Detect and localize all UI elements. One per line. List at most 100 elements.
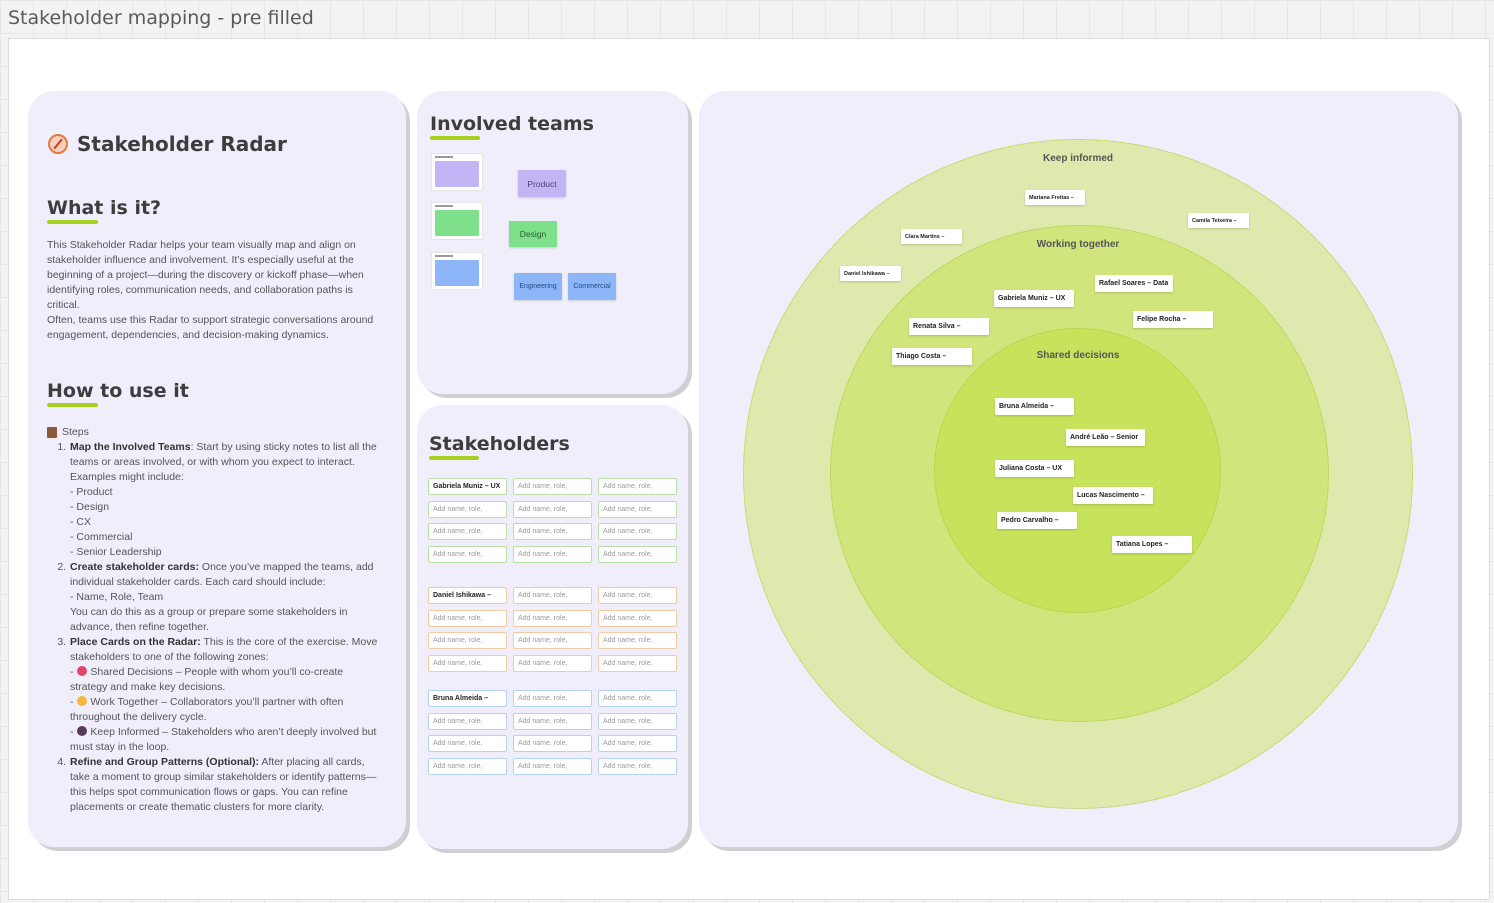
handshake-icon: [77, 696, 88, 706]
stakeholder-card[interactable]: Mariana Freitas –: [1025, 190, 1085, 205]
step-2-text: Once you’ve mapped the teams, add indivi…: [70, 561, 374, 588]
compass-icon: [48, 134, 68, 154]
step-1-title: Map the Involved Teams: [70, 441, 191, 453]
step-1: Map the Involved Teams: Start by using s…: [69, 440, 382, 560]
stakeholder-input-card[interactable]: Add name, role,: [598, 690, 677, 707]
stakeholders-panel: Stakeholders Gabriela Muniz – UX Add name…: [417, 405, 688, 849]
stakeholder-card[interactable]: Daniel Ishikawa –: [840, 266, 901, 281]
stakeholder-input-card[interactable]: Add name, role,: [513, 478, 592, 495]
zone-label-keep-informed: Keep informed: [1042, 153, 1114, 164]
intro-title-row: Stakeholder Radar: [48, 132, 287, 156]
stakeholder-input-card[interactable]: Add name, role,: [598, 632, 677, 650]
stakeholder-input-card[interactable]: Add name, role,: [598, 500, 677, 518]
step-3-title: Place Cards on the Radar:: [70, 636, 201, 648]
stakeholder-input-card[interactable]: Add name, role,: [598, 587, 677, 604]
stakeholder-card[interactable]: Juliana Costa – UX: [995, 460, 1074, 477]
stakeholder-input-card[interactable]: Add name, role,: [598, 758, 677, 776]
board-title: Stakeholder mapping - pre filled: [8, 7, 314, 29]
stakeholders-underline: [429, 456, 479, 460]
stakeholder-card[interactable]: Gabriela Muniz – UX: [994, 290, 1074, 307]
stakeholder-input-card[interactable]: Add name, role,: [428, 712, 507, 730]
stakeholder-input-card[interactable]: Add name, role,: [513, 712, 592, 730]
teams-underline: [430, 136, 480, 140]
stakeholder-card[interactable]: Lucas Nascimento –: [1073, 487, 1153, 504]
stakeholder-input-card[interactable]: Add name, role,: [428, 735, 507, 753]
what-paragraph-2: Often, teams use this Radar to support s…: [47, 314, 374, 341]
stakeholder-card[interactable]: Thiago Costa –: [892, 348, 972, 365]
stakeholder-input-card[interactable]: Add name, role,: [598, 546, 677, 564]
what-heading: What is it?: [47, 197, 162, 219]
sticky-swatch-green[interactable]: [431, 202, 483, 240]
step-1-item: - Product: [70, 486, 113, 498]
stakeholder-input-card[interactable]: Add name, role,: [513, 609, 592, 627]
steps-list: Steps Map the Involved Teams: Start by u…: [47, 425, 382, 815]
ring-shared-decisions: [934, 328, 1221, 613]
stakeholder-input-card[interactable]: Add name, role,: [428, 632, 507, 650]
stakeholder-input-card[interactable]: Add name, role,: [428, 546, 507, 564]
eye-icon: [77, 726, 88, 736]
team-note-engineering[interactable]: Engineering: [514, 273, 562, 300]
stakeholder-input-card[interactable]: Bruna Almeida –: [428, 690, 507, 707]
stakeholder-input-card[interactable]: Add name, role,: [513, 523, 592, 541]
stakeholder-input-card[interactable]: Add name, role,: [428, 758, 507, 776]
step-1-item: - Senior Leadership: [70, 546, 162, 558]
stakeholder-input-card[interactable]: Add name, role,: [513, 758, 592, 776]
intro-panel: Stakeholder Radar What is it? This Stake…: [28, 91, 406, 847]
step-1-text: : Start by using sticky notes to list al…: [70, 441, 377, 483]
step-2-item: - Name, Role, Team: [70, 591, 164, 603]
stakeholder-card[interactable]: Rafael Soares – Data: [1095, 275, 1173, 292]
team-note-commercial[interactable]: Commercial: [568, 273, 616, 300]
zone-informed: - Keep Informed – Stakeholders who aren’…: [70, 726, 377, 753]
stakeholder-input-card[interactable]: Add name, role,: [428, 500, 507, 518]
zone-work: - Work Together – Collaborators you’ll p…: [70, 696, 344, 723]
team-note-product[interactable]: Product: [518, 170, 566, 197]
sticky-swatch-blue[interactable]: [431, 252, 483, 290]
stakeholder-input-card[interactable]: Add name, role,: [598, 478, 677, 495]
zone-label-working-together: Working together: [1036, 239, 1120, 250]
stakeholder-input-card[interactable]: Add name, role,: [598, 712, 677, 730]
stakeholder-input-card[interactable]: Add name, role,: [598, 655, 677, 673]
stakeholder-input-card[interactable]: Add name, role,: [513, 632, 592, 650]
stakeholders-heading: Stakeholders: [429, 433, 570, 455]
stakeholder-input-card[interactable]: Add name, role,: [428, 655, 507, 673]
stakeholder-card[interactable]: Pedro Carvalho –: [997, 512, 1077, 529]
stakeholder-input-card[interactable]: Add name, role,: [513, 587, 592, 604]
stakeholder-card[interactable]: Tatiana Lopes –: [1112, 536, 1192, 553]
stakeholder-input-card[interactable]: Add name, role,: [513, 690, 592, 707]
stakeholder-input-card[interactable]: Add name, role,: [428, 523, 507, 541]
stakeholder-card[interactable]: André Leão – Senior: [1066, 429, 1145, 446]
what-paragraph-1: This Stakeholder Radar helps your team v…: [47, 239, 364, 311]
book-icon: [47, 427, 57, 438]
step-3-text: This is the core of the exercise. Move s…: [70, 636, 378, 663]
step-4-text: After placing all cards, take a moment t…: [70, 756, 377, 813]
stakeholder-card[interactable]: Renata Silva –: [909, 318, 989, 335]
steps-label: Steps: [62, 426, 89, 438]
step-1-item: - Design: [70, 501, 110, 513]
stakeholder-input-card[interactable]: Add name, role,: [513, 546, 592, 564]
step-2-title: Create stakeholder cards:: [70, 561, 199, 573]
stakeholder-input-card[interactable]: Add name, role,: [598, 523, 677, 541]
stakeholder-input-card[interactable]: Add name, role,: [428, 609, 507, 627]
teams-heading: Involved teams: [430, 113, 594, 135]
team-note-design[interactable]: Design: [509, 221, 557, 247]
stakeholder-input-card[interactable]: Add name, role,: [598, 735, 677, 753]
stakeholder-card[interactable]: Clara Martins –: [901, 229, 962, 244]
sticky-swatch-purple[interactable]: [431, 153, 483, 191]
step-4-title: Refine and Group Patterns (Optional):: [70, 756, 260, 768]
stakeholder-input-card[interactable]: Add name, role,: [513, 655, 592, 673]
zone-shared: - Shared Decisions – People with whom yo…: [70, 666, 344, 693]
step-4: Refine and Group Patterns (Optional): Af…: [69, 755, 382, 815]
step-3: Place Cards on the Radar: This is the co…: [69, 635, 382, 755]
stakeholder-card[interactable]: Bruna Almeida –: [995, 398, 1074, 415]
stakeholder-input-card[interactable]: Add name, role,: [598, 609, 677, 627]
radar-panel: Keep informed Working together Shared de…: [699, 91, 1458, 847]
how-heading: How to use it: [47, 380, 189, 402]
stakeholder-input-card[interactable]: Gabriela Muniz – UX: [428, 478, 507, 495]
stakeholder-input-card[interactable]: Add name, role,: [513, 735, 592, 753]
zone-label-shared-decisions: Shared decisions: [1036, 350, 1120, 361]
stakeholder-card[interactable]: Felipe Rocha –: [1133, 311, 1213, 328]
stakeholder-card[interactable]: Camila Teixeira –: [1188, 213, 1249, 228]
stakeholder-input-card[interactable]: Daniel Ishikawa –: [428, 587, 507, 604]
target-icon: [77, 666, 88, 676]
stakeholder-input-card[interactable]: Add name, role,: [513, 500, 592, 518]
